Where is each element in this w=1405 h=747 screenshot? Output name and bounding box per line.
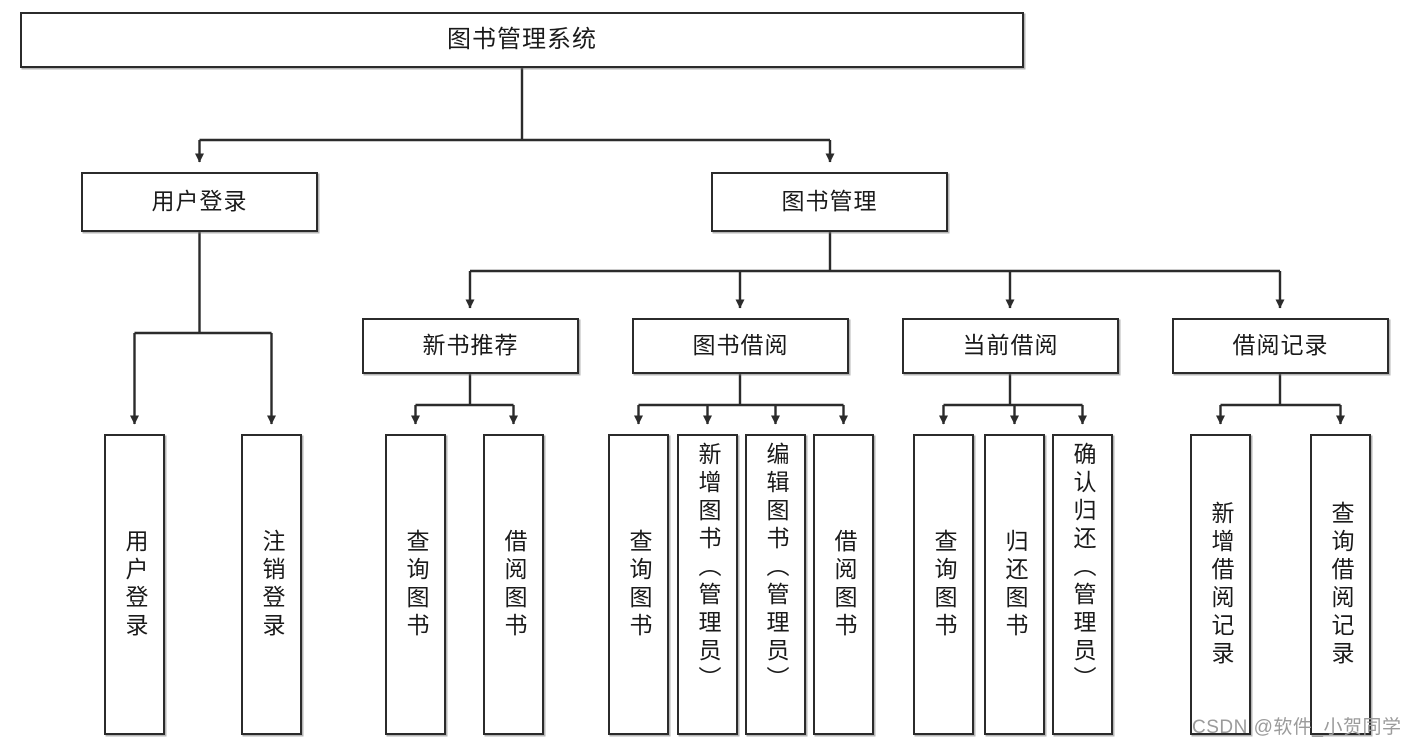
node-borrow-record-label: 借阅记录 xyxy=(1232,332,1329,359)
leaf-user-login[interactable]: 用户登录 xyxy=(104,434,165,735)
leaf-return-book[interactable]: 归还图书 xyxy=(984,434,1045,735)
leaf-query-book-current[interactable]: 查询图书 xyxy=(913,434,974,735)
leaf-borrow-book-label: 借阅图书 xyxy=(831,528,857,641)
node-book-manage[interactable]: 图书管理 xyxy=(711,172,948,232)
leaf-add-book-admin[interactable]: 新增图书（管理员） xyxy=(677,434,738,735)
leaf-logout-label: 注销登录 xyxy=(259,528,285,641)
leaf-edit-book-admin[interactable]: 编辑图书（管理员） xyxy=(745,434,806,735)
leaf-query-book-borrow-label: 查询图书 xyxy=(626,528,652,641)
node-book-borrow[interactable]: 图书借阅 xyxy=(632,318,849,374)
leaf-query-book-current-label: 查询图书 xyxy=(931,528,957,641)
node-user-login-label: 用户登录 xyxy=(151,188,248,215)
leaf-borrow-book[interactable]: 借阅图书 xyxy=(813,434,874,735)
node-current-borrow[interactable]: 当前借阅 xyxy=(902,318,1119,374)
leaf-borrow-book-new[interactable]: 借阅图书 xyxy=(483,434,544,735)
leaf-query-borrow-record-label: 查询借阅记录 xyxy=(1328,500,1354,669)
leaf-query-book-new-label: 查询图书 xyxy=(403,528,429,641)
leaf-confirm-return-admin-label: 确认归还（管理员） xyxy=(1070,442,1096,694)
node-current-borrow-label: 当前借阅 xyxy=(962,332,1059,359)
node-book-borrow-label: 图书借阅 xyxy=(692,332,789,359)
node-user-login[interactable]: 用户登录 xyxy=(81,172,318,232)
leaf-return-book-label: 归还图书 xyxy=(1002,528,1028,641)
node-book-manage-label: 图书管理 xyxy=(781,188,878,215)
leaf-add-book-admin-label: 新增图书（管理员） xyxy=(695,442,721,694)
leaf-add-borrow-record[interactable]: 新增借阅记录 xyxy=(1190,434,1251,735)
csdn-watermark: CSDN @软件_小贺同学 xyxy=(1192,717,1402,738)
node-root[interactable]: 图书管理系统 xyxy=(20,12,1024,68)
node-new-book-recommend-label: 新书推荐 xyxy=(422,332,519,359)
leaf-user-login-label: 用户登录 xyxy=(122,528,148,641)
node-new-book-recommend[interactable]: 新书推荐 xyxy=(362,318,579,374)
leaf-query-book-new[interactable]: 查询图书 xyxy=(385,434,446,735)
node-borrow-record[interactable]: 借阅记录 xyxy=(1172,318,1389,374)
leaf-query-borrow-record[interactable]: 查询借阅记录 xyxy=(1310,434,1371,735)
node-root-label: 图书管理系统 xyxy=(447,25,597,53)
leaf-borrow-book-new-label: 借阅图书 xyxy=(501,528,527,641)
leaf-logout[interactable]: 注销登录 xyxy=(241,434,302,735)
leaf-query-book-borrow[interactable]: 查询图书 xyxy=(608,434,669,735)
leaf-edit-book-admin-label: 编辑图书（管理员） xyxy=(763,442,789,694)
leaf-confirm-return-admin[interactable]: 确认归还（管理员） xyxy=(1052,434,1113,735)
leaf-add-borrow-record-label: 新增借阅记录 xyxy=(1208,500,1234,669)
